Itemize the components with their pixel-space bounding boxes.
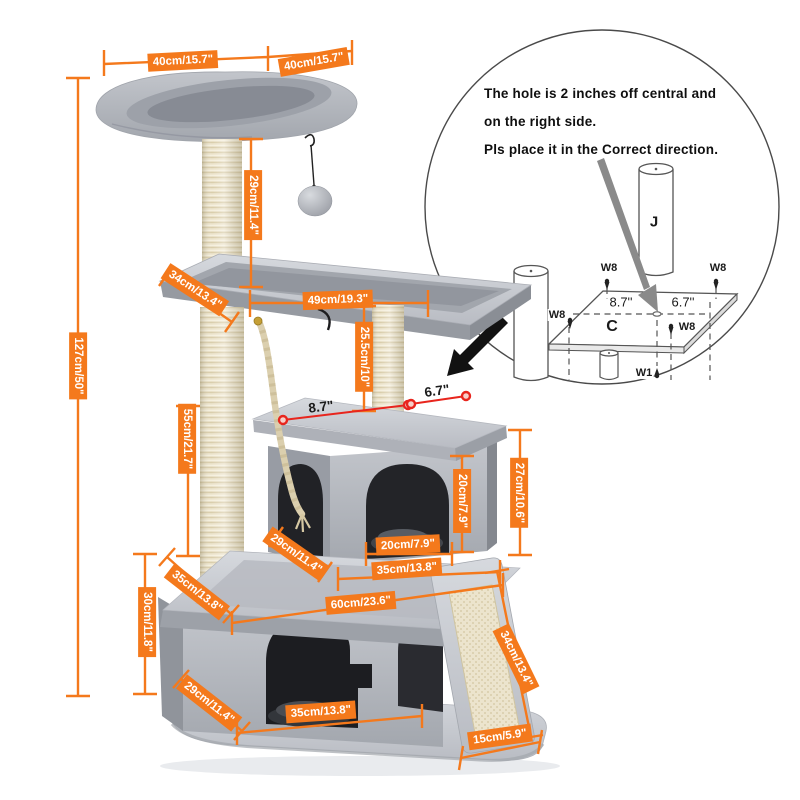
dim-label-door-width: 20cm/7.9" [375,534,441,556]
callout-post-left [513,264,549,382]
middle-condo [251,397,508,566]
middle-scratching-post-left [200,307,244,579]
dim-label-mid-platform-width: 49cm/19.3" [302,289,374,311]
callout-dim-left: 8.7'' [609,294,633,310]
offset-hole [652,311,662,317]
callout-w8-label-4: W8 [677,321,697,333]
dim-label-door-height: 20cm/7.9" [452,468,472,534]
callout-board-c-label: C [606,318,618,335]
callout-w8-label-1: W8 [599,262,619,274]
hole-pointer-arrow [597,158,658,312]
cat-tree [95,71,560,776]
hanging-ball-toy [297,133,333,217]
dim-label-mid-post-height: 55cm/21.7" [177,403,197,475]
callout-post-under [599,349,619,381]
callout-post-j [638,162,674,277]
callout-post-j-label: J [649,213,659,231]
middle-platform [158,253,533,340]
dim-label-base-height: 30cm/11.8" [137,587,157,657]
callout-dim-right: 6.7'' [671,294,695,310]
callout-w1-label: W1 [634,367,654,379]
dim-label-roof-left: 8.7" [307,397,335,416]
callout-w8-label-3: W8 [547,309,567,321]
callout-w8-label-2: W8 [708,262,728,274]
roof-dimension-lines [277,390,472,426]
dim-label-mid-gap-height: 25.5cm/10" [354,321,374,393]
middle-scratching-post-right [372,305,404,417]
callout-text-line-1: The hole is 2 inches off central and [484,86,717,101]
dim-label-total-height: 127cm/50" [68,332,88,400]
screw-icons [567,278,719,379]
dim-label-condo-height: 27cm/10.6" [509,457,529,529]
dim-label-top-width-left: 40cm/15.7" [147,50,219,72]
callout-text-line-2: on the right side. [484,114,597,129]
spring-toy [317,307,331,331]
dim-label-perch-post-height: 29cm/11.4" [243,170,263,240]
attention-arrow-icon [447,315,508,376]
hanging-rope [253,316,311,533]
callout-text-line-3: Pls place it in the Correct direction. [484,142,719,157]
top-perch [95,71,358,142]
